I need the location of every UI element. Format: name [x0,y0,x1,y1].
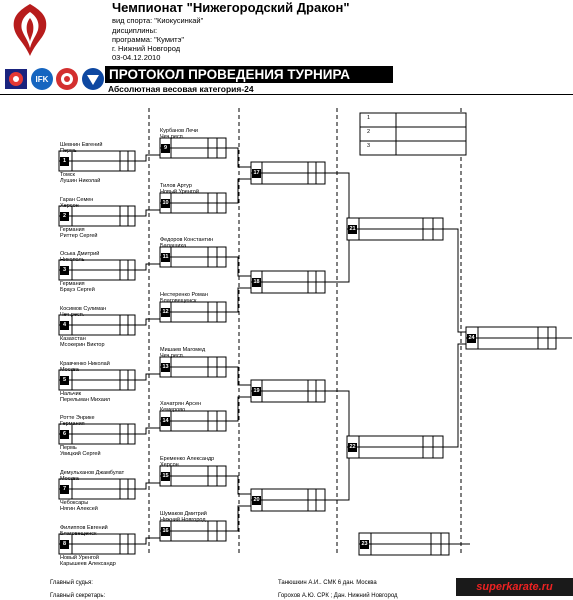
bout-number: 16 [161,527,170,536]
program: программа: "Кумитэ" [112,35,185,44]
fighter-bottom-name: Увицкий Сергей [60,451,101,457]
fighter-city-r2: Нижний Новгород [160,517,206,523]
fighter-top-city: Чеч.респ. [60,312,85,318]
ifk-emblem-icon: IFK [31,68,53,90]
bout-number: 4 [60,321,69,330]
fighter-bottom-name: Перельман Михаил [60,397,111,403]
fighter-bottom-city: Чебоксары [60,500,89,506]
fighter-bottom-city: Германия [60,281,85,287]
sport-type: вид спорта: "Киокусинкай" [112,16,204,25]
fighter-city-r2: Чеч.респ. [160,134,185,140]
fighter-name-r2: Мишаев Магомед [160,347,206,353]
fighter-name-r2: Еременко Александр [160,456,215,462]
fighter-city-r2: Балашиха [160,243,187,249]
bout-number: 7 [60,485,69,494]
fighter-bottom-name: Риттер Сергей [60,233,98,239]
bout-number: 2 [60,212,69,221]
bout-number: 20 [252,496,261,505]
bout-number: 11 [161,253,170,262]
final-bout-number: 24 [467,334,476,343]
secretary-label: Главный секретарь: [50,593,106,599]
bout-number: 10 [161,199,170,208]
fighter-top-name: Косимов Сулиман [60,306,107,312]
protocol-banner: ПРОТОКОЛ ПРОВЕДЕНИЯ ТУРНИРА [105,66,393,83]
bout-number: 5 [60,376,69,385]
watermark: superkarate.ru [456,578,573,596]
fighter-name-r2: Тилов Артур [160,183,192,189]
fighter-top-name: Ротте Энрике [60,415,95,421]
svg-text:IFK: IFK [36,75,49,84]
fighter-top-name: Кравченко Николай [60,361,110,367]
place-1: 1 [367,115,371,121]
fighter-city-r2: Новый Уренгой [160,189,199,195]
fighter-bottom-city: Казахстан [60,336,86,342]
fighter-top-name: Оська Дмитрий [60,251,100,257]
secretary-name: Горохов А.Ю. СРК ; Дан. Нижний Новгород [278,593,398,599]
emblem-3-icon [56,68,78,90]
fighter-bottom-name: Лушин Николай [60,178,101,184]
category-label: Абсолютная весовая категория-24 [108,84,254,94]
fighter-name-r2: Курбанов Лечи [160,128,199,134]
fighter-top-name: Шевнин Евгений [60,142,103,148]
bout-number: 6 [60,430,69,439]
city: г. Нижний Новгород [112,44,181,53]
fighter-top-city: Москва [60,367,79,373]
fighter-top-city: Пермь [60,148,77,154]
bout-number: 1 [60,157,69,166]
dragon-logo [13,4,47,56]
bout-number: 13 [161,363,170,372]
fighter-bottom-name: Брауэ Сергей [60,287,95,293]
bout-number: 12 [161,308,170,317]
place-3: 3 [367,143,371,149]
bout-number: 18 [252,278,261,287]
judge-label: Главный судья: [50,580,93,586]
bout-number: 9 [161,144,170,153]
dates: 03-04.12.2010 [112,53,161,62]
fighter-city-r2: Чеч.респ. [160,353,185,359]
fighter-top-city: Благовещенск [60,531,97,537]
fighter-top-city: Москва [60,476,79,482]
fighter-top-name: Филиппов Евгений [60,525,108,531]
fighter-bottom-name: Карышеев Александр [60,561,116,567]
fighter-bottom-city: Германия [60,227,85,233]
bout-number: 14 [161,417,170,426]
fighter-name-r2: Шумаков Дмитрий [160,511,207,517]
fighter-bottom-city: Пермь [60,445,77,451]
fighter-city-r2: Кемерово [160,407,186,413]
fighter-city-r2: Благовещенск [160,298,197,304]
fighter-top-city: Херсон [60,203,79,209]
fighter-bottom-city: Томск [60,172,75,178]
fighter-name-r2: Хачатрян Арсен [160,401,202,407]
federation-emblems: IFK [5,68,104,90]
fighter-name-r2: Федоров Константин [160,237,214,243]
emblem-1-icon [5,69,27,89]
emblem-4-icon [82,68,104,90]
fighter-top-city: Никополь [60,257,85,263]
fighter-bottom-city: Нальчик [60,391,82,397]
bout-number: 15 [161,472,170,481]
bout-number: 17 [252,169,261,178]
fighter-bottom-city: Новый Уренгой [60,555,99,561]
judge-name: Танюшкин А.И.. СМК 6 дан. Москва [278,580,377,586]
third-place-bout-number: 23 [360,540,369,549]
fighter-top-name: Демульханов Джамбулат [60,470,125,476]
bout-number: 19 [252,387,261,396]
fighter-bottom-name: Мсокерин Виктор [60,342,105,348]
fighter-name-r2: Нестеренко Роман [160,292,208,298]
fighter-bottom-name: Нягин Алексей [60,506,98,512]
fighter-top-name: Гаран Семен [60,197,94,203]
fighter-city-r2: Херсон [160,462,179,468]
header-divider [0,94,573,95]
fighter-top-city: Германия [60,421,85,427]
disciplines: дисциплины: [112,26,158,35]
bout-number: 3 [60,266,69,275]
bout-number: 21 [348,225,357,234]
place-2: 2 [367,129,371,135]
tournament-title: Чемпионат "Нижегородский Дракон" [112,0,350,15]
bout-number: 8 [60,540,69,549]
bout-number: 22 [348,443,357,452]
